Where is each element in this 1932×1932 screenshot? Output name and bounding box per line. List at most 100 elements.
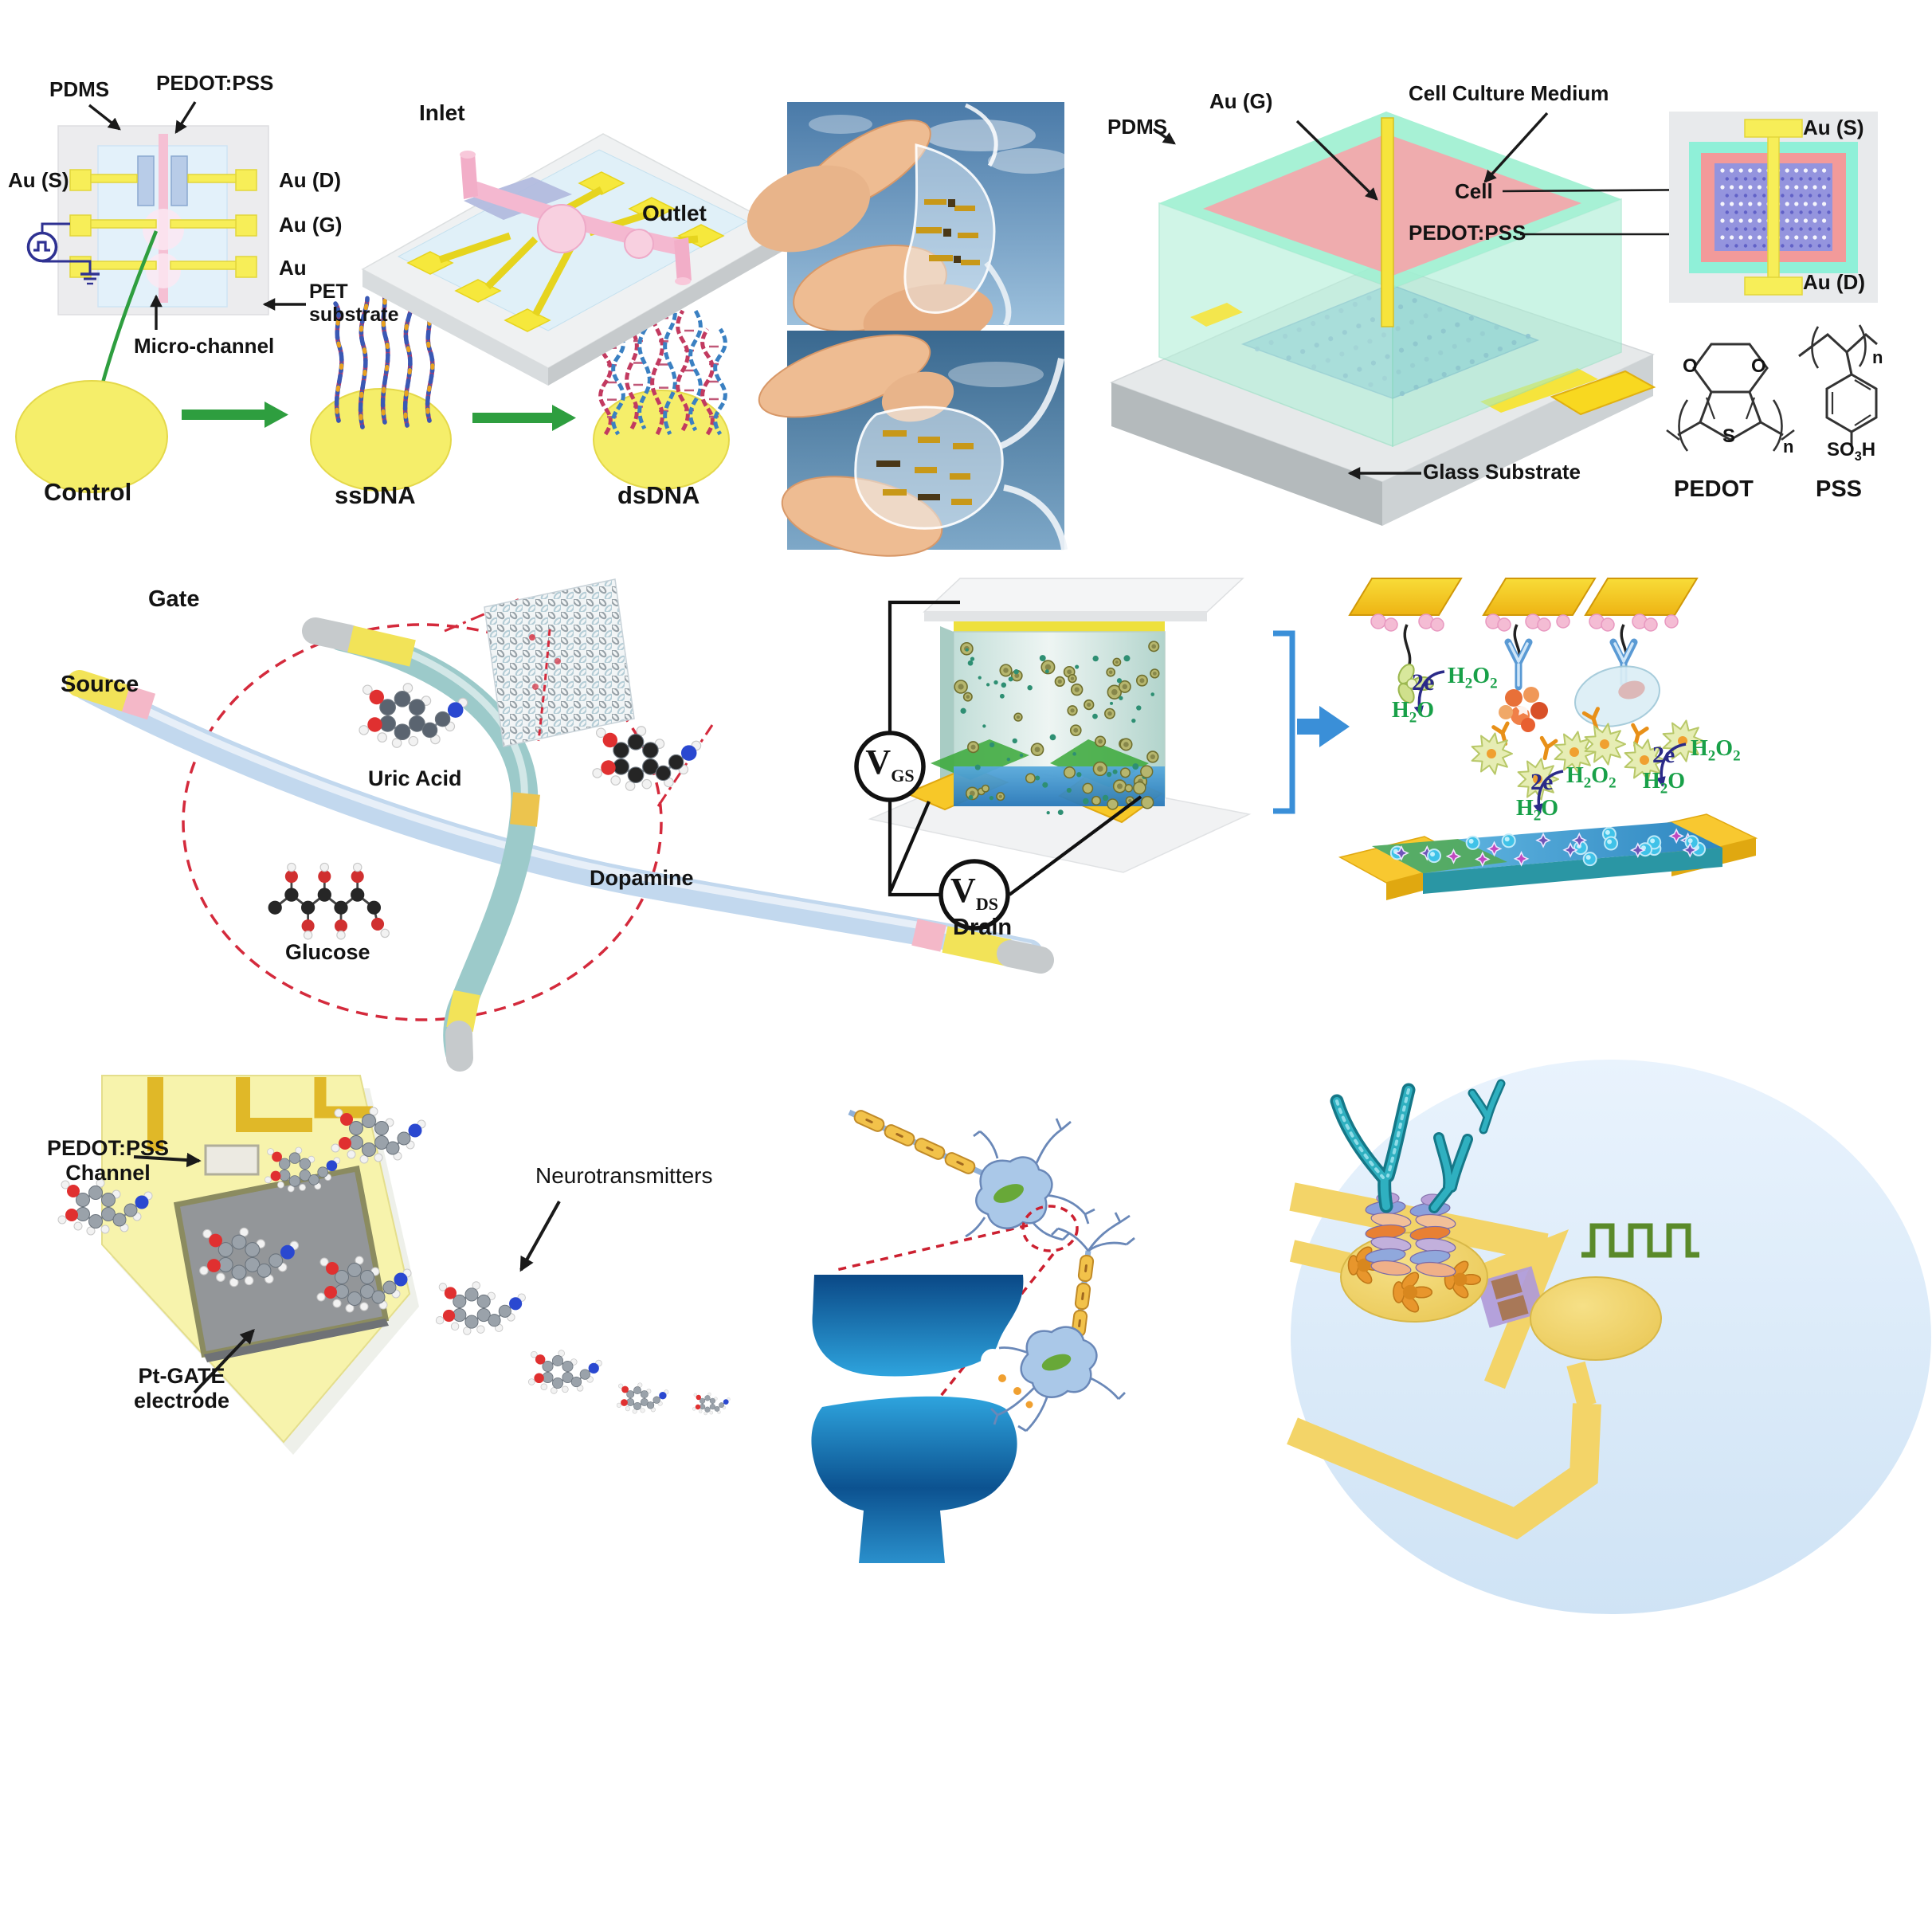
panel-top-view-chemistry xyxy=(1666,112,1878,452)
label-pedotpss-a: PEDOT:PSS xyxy=(156,71,274,95)
panel-microfluidic-chip xyxy=(361,133,789,386)
pulse-source-icon xyxy=(26,222,100,285)
fiber-molecules xyxy=(268,683,702,940)
gate-electrode-stripe xyxy=(954,621,1165,632)
vds-v: V xyxy=(950,871,976,910)
vgs-sub: GS xyxy=(891,765,915,786)
label-pedotpss-channel: PEDOT:PSS Channel xyxy=(38,1136,178,1185)
label-micro-channel: Micro-channel xyxy=(134,334,275,358)
vgs-meter xyxy=(854,731,926,802)
label-outlet: Outlet xyxy=(642,201,707,225)
ptgate-line1: Pt-GATE xyxy=(138,1364,225,1388)
label-h2o-2: H2O xyxy=(1516,796,1559,825)
analyte-particles xyxy=(954,641,1160,816)
label-au-s-a: Au (S) xyxy=(8,168,69,192)
ssdna-disc xyxy=(310,388,452,492)
label-au-d-a: Au (D) xyxy=(279,168,341,192)
vds-meter xyxy=(939,859,1010,931)
vgs-v: V xyxy=(865,743,892,782)
label-o-left: O xyxy=(1683,355,1698,377)
ssdna-strands xyxy=(333,285,435,429)
blue-arrow-icon xyxy=(1297,706,1350,747)
oect-channel-bar xyxy=(1338,813,1758,900)
label-h2o2-1: H2O2 xyxy=(1448,664,1498,692)
pedot-structure xyxy=(1666,343,1795,452)
label-n-pedot: n xyxy=(1783,437,1794,457)
panel-dna-oect xyxy=(15,101,730,493)
label-source: Source xyxy=(61,672,139,697)
label-h2o2-3: H2O2 xyxy=(1691,736,1741,765)
label-cell-culture-medium: Cell Culture Medium xyxy=(1409,81,1609,105)
panel-fiber-oect xyxy=(66,578,1054,1072)
label-au-g-c: Au (G) xyxy=(1209,89,1273,113)
label-glucose: Glucose xyxy=(285,940,370,964)
label-pedotpss-c: PEDOT:PSS xyxy=(1409,221,1526,245)
label-o-right: O xyxy=(1751,355,1766,377)
anchor-blobs xyxy=(1370,613,1679,632)
probe-arrows xyxy=(133,1152,561,1394)
label-control: Control xyxy=(44,478,132,506)
panel-pt-gate-probe xyxy=(57,1075,731,1455)
top-view-gold xyxy=(1744,119,1803,296)
label-uric-acid: Uric Acid xyxy=(368,766,462,790)
control-disc xyxy=(15,380,168,493)
label-au-s-d: Au (S) xyxy=(1803,116,1864,139)
label-au-d-d: Au (D) xyxy=(1803,270,1865,294)
chip-pink-channel xyxy=(460,151,692,285)
label-n-pss: n xyxy=(1872,347,1883,367)
pedot-pss-channel xyxy=(204,1144,260,1176)
panel-cell-culture xyxy=(1109,112,1716,526)
peptide-stacks xyxy=(1365,1192,1456,1278)
enzyme-clusters xyxy=(1471,719,1704,801)
label-dopamine: Dopamine xyxy=(590,866,694,890)
label-pdms-a: PDMS xyxy=(49,77,110,101)
gate-plates xyxy=(1348,578,1699,616)
label-so3h: SO3H xyxy=(1827,439,1876,464)
synapse-terminals xyxy=(811,1275,1033,1563)
antibody-antigen xyxy=(1499,638,1548,732)
label-neurotransmitters: Neurotransmitters xyxy=(535,1163,713,1188)
label-2e-3: 2e xyxy=(1652,742,1675,768)
label-inlet: Inlet xyxy=(419,100,465,125)
teal-antibodies xyxy=(1330,1079,1506,1213)
dashed-red-circle xyxy=(182,623,663,1021)
channel-line1: PEDOT:PSS xyxy=(46,1136,170,1160)
probe-gold-traces xyxy=(147,1077,373,1151)
label-vgs: VGS xyxy=(860,743,919,786)
label-pss: PSS xyxy=(1816,476,1863,502)
label-drain: Drain xyxy=(953,915,1013,940)
label-h2o-3: H2O xyxy=(1643,769,1686,797)
panel-synapse-neurons xyxy=(811,1109,1135,1563)
photo2-gold-marks xyxy=(876,430,974,505)
label-glass-substrate: Glass Substrate xyxy=(1423,460,1581,484)
label-au-g-a: Au (G) xyxy=(279,213,343,237)
square-wave-icon xyxy=(1581,1223,1699,1258)
label-au-a: Au xyxy=(279,256,307,280)
label-2e-2: 2e xyxy=(1530,769,1554,795)
label-pedot: PEDOT xyxy=(1674,476,1754,502)
synapse-zoom-circle xyxy=(1021,1205,1079,1252)
label-2e-1: 2e xyxy=(1412,669,1435,696)
process-arrows xyxy=(182,402,576,431)
blue-fiber xyxy=(66,670,1054,974)
label-cell: Cell xyxy=(1455,179,1493,203)
photo-flexible-device-2 xyxy=(758,331,1068,557)
antibody-cell xyxy=(1574,638,1660,727)
label-pet-substrate: PET substrate xyxy=(309,280,399,326)
pet-line1: PET xyxy=(309,280,348,303)
label-pdms-c: PDMS xyxy=(1107,115,1168,139)
ions xyxy=(1389,826,1707,868)
panel-enzyme-gates xyxy=(1338,578,1758,900)
panel-photos xyxy=(747,102,1071,557)
reaction-arrows xyxy=(1413,670,1687,814)
panel-immuno-oect xyxy=(1287,1060,1931,1614)
pet-line2: substrate xyxy=(309,303,399,326)
woven-mesh-inset xyxy=(484,578,635,747)
channel-line2: Channel xyxy=(65,1160,151,1185)
neuron-2 xyxy=(990,1212,1135,1432)
pss-structure xyxy=(1798,324,1878,446)
photo1-gold-marks xyxy=(916,199,980,265)
gate-rod xyxy=(1381,117,1394,327)
oect-channel-icon xyxy=(1476,1266,1545,1328)
